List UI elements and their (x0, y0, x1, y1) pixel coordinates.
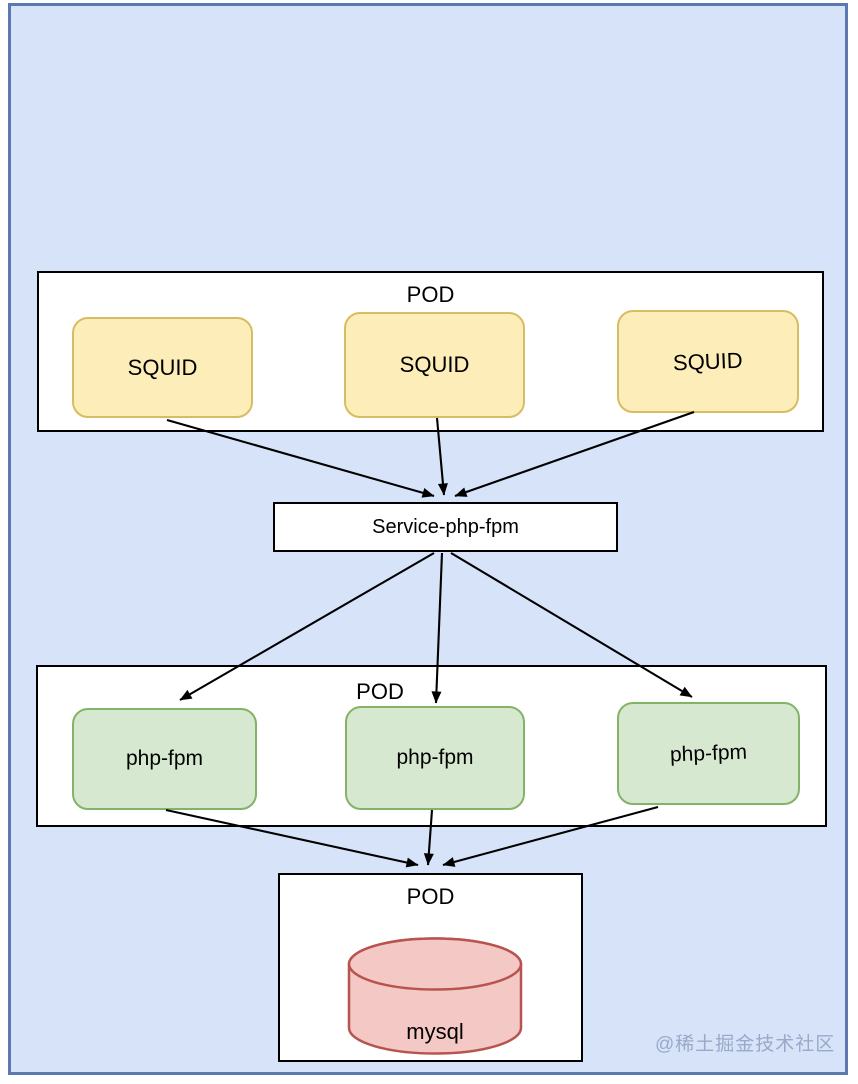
pod-php-fpm-label: POD (356, 679, 404, 704)
mysql-database-cylinder-icon (347, 936, 523, 1056)
service-php-fpm-label: Service-php-fpm (372, 515, 519, 538)
squid-node-1: SQUID (72, 317, 253, 418)
squid-node-1-label: SQUID (127, 354, 198, 380)
squid-node-2: SQUID (344, 312, 525, 418)
squid-node-2-label: SQUID (399, 352, 470, 377)
watermark-text: @稀土掘金技术社区 (655, 1034, 836, 1055)
php-fpm-node-1-label: php-fpm (125, 747, 204, 770)
pod-mysql-label: POD (406, 884, 455, 909)
php-fpm-node-3: php-fpm (617, 702, 800, 805)
squid-node-3: SQUID (617, 310, 799, 413)
php-fpm-node-2: php-fpm (345, 706, 525, 810)
squid-node-3-label: SQUID (672, 347, 744, 375)
php-fpm-node-2-label: php-fpm (396, 746, 474, 769)
mysql-label: mysql (406, 1019, 464, 1044)
pod-squid-label: POD (406, 282, 455, 307)
php-fpm-node-1: php-fpm (72, 708, 257, 810)
php-fpm-node-3-label: php-fpm (669, 740, 748, 766)
service-php-fpm-box: Service-php-fpm (273, 502, 618, 552)
